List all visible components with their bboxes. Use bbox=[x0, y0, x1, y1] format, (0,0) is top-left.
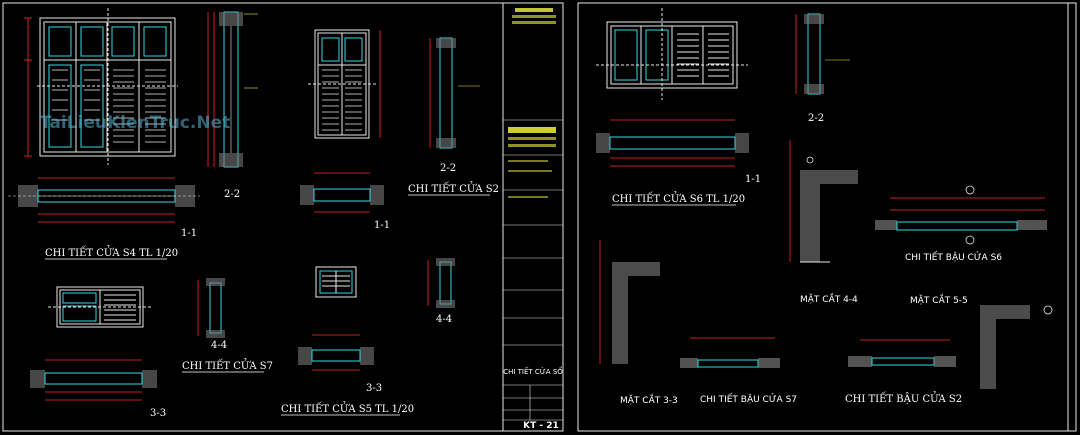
door-s4-elevation bbox=[37, 8, 178, 165]
s2-section-2-2-label: 2-2 bbox=[440, 163, 456, 174]
s7-plan-section bbox=[30, 359, 157, 401]
s4-section-2-2-label: 2-2 bbox=[224, 189, 240, 200]
title-block-text: CHI TIẾT CỬA SỔ KT - 21 bbox=[503, 8, 563, 431]
sheet-name-text: CHI TIẾT CỬA SỔ bbox=[503, 366, 563, 376]
labels-right: CHI TIẾT CỬA S6 TL 1/20 1-1 2-2 MẶT CẮT … bbox=[612, 113, 1002, 406]
s6-section-1-1-label: 1-1 bbox=[745, 174, 761, 185]
sheet-number-text: KT - 21 bbox=[523, 421, 559, 431]
s4-section-2-2 bbox=[207, 11, 258, 168]
s2-plan-section bbox=[300, 172, 384, 213]
section-5-5-detail bbox=[980, 305, 1030, 389]
s4-plan-section bbox=[8, 177, 200, 223]
watermark-text: TaiLieuKienTruc.Net bbox=[40, 113, 230, 133]
door-s5-elevation bbox=[315, 266, 357, 298]
sill-s2-detail bbox=[848, 339, 956, 367]
s7-section-4-4-label: 4-4 bbox=[211, 340, 227, 351]
labels-left: CHI TIẾT CỬA S4 TL 1/20 CHI TIẾT CỬA S2 … bbox=[45, 163, 499, 419]
mat-cat-3-3-label: MẶT CẮT 3-3 bbox=[620, 393, 678, 406]
s2-section-2-2 bbox=[429, 37, 480, 149]
bau-s7-label: CHI TIẾT BẬU CỬA S7 bbox=[700, 393, 797, 405]
door-s7-elevation bbox=[48, 286, 152, 328]
s2-section-1-1-label: 1-1 bbox=[374, 220, 390, 231]
bau-s6-label: CHI TIẾT BẬU CỬA S6 bbox=[905, 251, 1002, 263]
s4-dimension-lines bbox=[24, 17, 32, 157]
s6-section-2-2-label: 2-2 bbox=[808, 113, 824, 124]
s4-section-1-1-label: 1-1 bbox=[181, 228, 197, 239]
mat-cat-5-5-label: MẶT CẮT 5-5 bbox=[910, 293, 968, 306]
door-s2-elevation bbox=[308, 29, 376, 139]
s6-title: CHI TIẾT CỬA S6 TL 1/20 bbox=[612, 192, 745, 205]
s5-section-3-3-label: 3-3 bbox=[366, 383, 382, 394]
s5-section-4-4 bbox=[427, 258, 455, 308]
s2-title: CHI TIẾT CỬA S2 bbox=[408, 182, 499, 195]
s5-plan-section bbox=[298, 334, 374, 371]
section-3-3-detail bbox=[599, 240, 660, 364]
right-sheet-border bbox=[577, 2, 1077, 432]
title-block bbox=[503, 119, 563, 421]
s4-title: CHI TIẾT CỬA S4 TL 1/20 bbox=[45, 246, 178, 259]
s6-section-2-2 bbox=[795, 13, 850, 95]
s6-plan-section bbox=[596, 119, 749, 167]
s7-section-4-4 bbox=[197, 278, 225, 338]
s7-section-3-3-label: 3-3 bbox=[150, 408, 166, 419]
sill-s7-detail bbox=[680, 337, 780, 368]
s5-section-4-4-label: 4-4 bbox=[436, 314, 452, 325]
s7-title: CHI TIẾT CỬA S7 bbox=[182, 359, 273, 372]
axis-markers bbox=[806, 156, 1053, 315]
s5-title: CHI TIẾT CỬA S5 TL 1/20 bbox=[281, 402, 414, 415]
sill-s6-detail bbox=[875, 197, 1047, 231]
section-4-4-detail bbox=[789, 140, 858, 263]
left-sheet-border bbox=[2, 2, 564, 432]
s2-louvers bbox=[322, 30, 381, 138]
bau-s2-label: CHI TIẾT BẬU CỬA S2 bbox=[845, 392, 962, 405]
mat-cat-4-4-label: MẶT CẮT 4-4 bbox=[800, 292, 858, 305]
door-s6-elevation bbox=[596, 8, 748, 100]
watermark: TaiLieuKienTruc.Net bbox=[40, 113, 230, 133]
s4-louvers bbox=[52, 69, 166, 143]
